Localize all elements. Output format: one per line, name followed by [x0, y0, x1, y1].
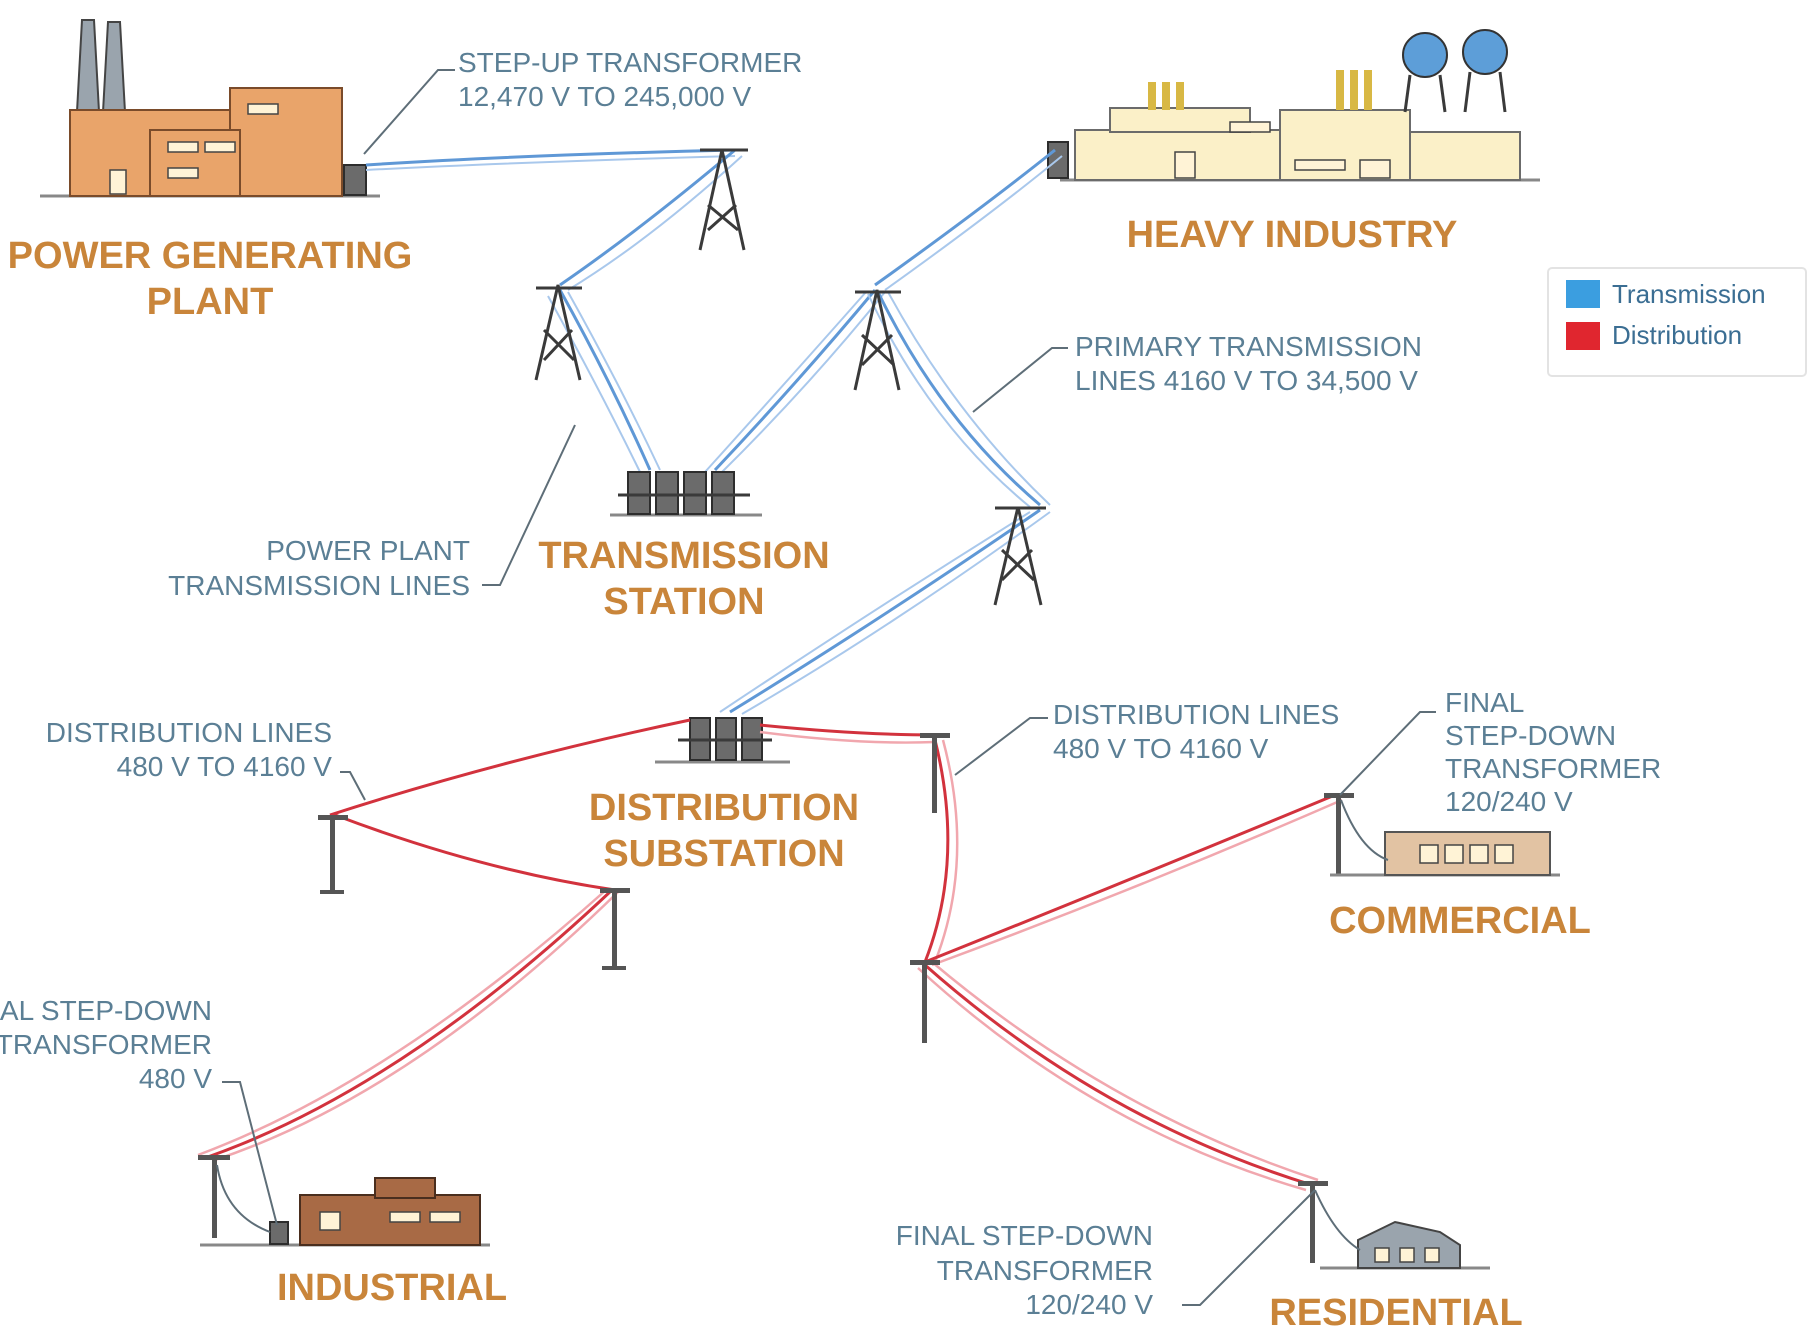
final-industrial-callout-line3: 480 V [139, 1063, 212, 1094]
distribution-right-callout-line1: DISTRIBUTION LINES [1053, 699, 1339, 730]
final-residential-callout-line1: FINAL STEP-DOWN [896, 1220, 1153, 1251]
utility-pole-5 [1324, 793, 1354, 875]
utility-pole-7 [1298, 1181, 1328, 1263]
lattice-tower-3 [853, 289, 901, 391]
power-plant-illustration [40, 19, 380, 198]
final-commercial-callout-line4: 120/240 V [1445, 786, 1573, 817]
transmission-station-label-line1: TRANSMISSION [538, 535, 829, 577]
callout-leaders [222, 69, 1436, 1306]
residential-house-illustration [1314, 1189, 1490, 1270]
distribution-substation-label-line1: DISTRIBUTION [589, 787, 859, 829]
legend-transmission-swatch [1566, 280, 1600, 308]
commercial-building-illustration [1330, 799, 1560, 877]
legend: Transmission Distribution [1547, 267, 1807, 377]
primary-transmission-callout-line2: LINES 4160 V TO 34,500 V [1075, 365, 1418, 396]
distribution-substation-label-line2: SUBSTATION [603, 833, 844, 875]
distribution-substation-illustration [655, 717, 790, 764]
lattice-tower-1 [698, 148, 748, 251]
final-commercial-callout-line2: STEP-DOWN [1445, 720, 1616, 751]
power-plant-label-line2: PLANT [147, 281, 274, 323]
transmission-station-label-line2: STATION [603, 581, 764, 623]
power-plant-lines-callout-line1: POWER PLANT [266, 535, 470, 566]
transmission-lines [365, 148, 1063, 715]
industrial-building-illustration [200, 1164, 490, 1247]
power-plant-lines-callout-line2: TRANSMISSION LINES [168, 570, 470, 601]
power-plant-label-line1: POWER GENERATING [8, 235, 413, 277]
distribution-left-callout-line2: 480 V TO 4160 V [117, 751, 333, 782]
industrial-label: INDUSTRIAL [277, 1267, 507, 1309]
legend-transmission-label: Transmission [1612, 279, 1766, 309]
lattice-tower-4 [993, 506, 1046, 606]
utility-pole-2 [600, 888, 630, 970]
legend-distribution-swatch [1566, 322, 1600, 350]
utility-pole-6 [198, 1155, 230, 1238]
final-residential-callout-line2: TRANSFORMER [937, 1255, 1153, 1286]
utility-pole-4 [910, 960, 940, 1043]
heavy-industry-illustration [1047, 29, 1540, 182]
heavy-industry-label: HEAVY INDUSTRY [1127, 214, 1458, 256]
final-industrial-callout-line1: AL STEP-DOWN [0, 995, 212, 1026]
final-industrial-callout-line2: TRANSFORMER [0, 1029, 212, 1060]
transmission-station-illustration [610, 471, 762, 517]
final-commercial-callout-line1: FINAL [1445, 687, 1524, 718]
lattice-tower-2 [534, 284, 582, 381]
utility-pole-1 [318, 815, 348, 894]
final-commercial-callout-line3: TRANSFORMER [1445, 753, 1661, 784]
distribution-lines [197, 718, 1343, 1192]
legend-distribution-label: Distribution [1612, 320, 1742, 350]
final-residential-callout-line3: 120/240 V [1025, 1289, 1153, 1320]
distribution-left-callout-line1: DISTRIBUTION LINES [46, 717, 332, 748]
primary-transmission-callout-line1: PRIMARY TRANSMISSION [1075, 331, 1422, 362]
commercial-label: COMMERCIAL [1329, 900, 1591, 942]
utility-pole-3 [920, 733, 950, 813]
distribution-right-callout-line2: 480 V TO 4160 V [1053, 733, 1269, 764]
step-up-callout-line1: STEP-UP TRANSFORMER [458, 47, 802, 78]
residential-label: RESIDENTIAL [1269, 1292, 1522, 1333]
step-up-callout-line2: 12,470 V TO 245,000 V [458, 81, 752, 112]
